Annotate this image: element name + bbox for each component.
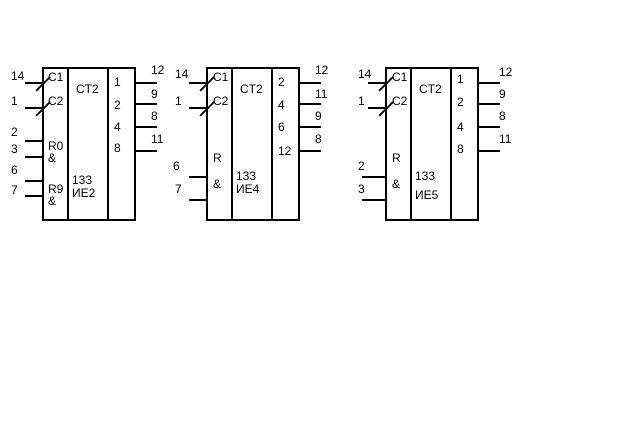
chip-ie5-series: 133 [415,169,435,183]
chip-ie5-pin-14-clock [378,76,394,92]
chip-ie4-pin-12: 12 [315,63,329,77]
chip-ie2-pin-1-clock [35,101,51,117]
chip-ie2-pin-7: 7 [11,183,18,197]
chip-ie2-weight-8: 8 [114,141,121,155]
chip-ie4-name: ИЕ4 [236,182,260,196]
chip-ie4-pin-9: 9 [315,109,322,123]
chip-ie5-pin-1-clock [378,101,394,117]
chip-ie4-pin-8: 8 [315,132,322,146]
chip-ie5-weight-4: 4 [457,120,464,134]
chip-ie4-label-c2: C2 [213,94,229,108]
chip-ie5-pin-2: 2 [358,159,365,173]
chip-ie4-label-r: R [213,151,222,165]
chip-ie2-label-r0: R0 [48,139,64,153]
chip-ie4-weight-2: 2 [278,75,285,89]
chip-ie4-label-c1: C1 [213,70,229,84]
chip-ie5-type-label: CT2 [419,82,442,96]
chip-ie2-weight-4: 4 [114,120,121,134]
chip-ie5-pin-1: 1 [358,94,365,108]
chip-ie4-body [206,67,300,221]
chip-ie2-pin-14-clock [35,76,51,92]
chip-ie2-series: 133 [72,173,92,187]
chip-ie4-weight-4: 4 [278,98,285,112]
chip-ie2-body [42,67,136,221]
chip-ie5-pin-9: 9 [499,87,506,101]
chip-ie5-weight-2: 2 [457,95,464,109]
chip-ie4-pin-6: 6 [173,159,180,173]
chip-ie2-label-c2: C2 [48,94,64,108]
chip-ie5-name: ИЕ5 [415,188,439,202]
chip-ie5-weight-1: 1 [457,72,464,86]
chip-ie2-label-and1: & [48,151,56,165]
chip-ie5-weight-8: 8 [457,142,464,156]
chip-ie2-pin-14: 14 [11,69,25,83]
chip-ie5-pin-3: 3 [358,182,365,196]
chip-ie2-weight-1: 1 [114,75,121,89]
chip-ie5-body [385,67,479,221]
chip-ie5-pin-12: 12 [499,65,513,79]
chip-ie4: C1 C2 R & CT2 133 ИЕ4 2 4 6 12 14 1 6 7 … [173,63,329,221]
chip-ie4-pin-1-clock [199,101,215,117]
chip-ie2-pin-11: 11 [151,132,164,146]
chip-ie2-weight-2: 2 [114,98,121,112]
chip-ie5: C1 C2 R & CT2 133 ИЕ5 1 2 4 8 14 1 2 3 1… [358,65,513,221]
chip-ie2-name: ИЕ2 [72,186,96,200]
chip-ie5-label-c2: C2 [392,94,408,108]
chip-ie4-weight-6: 6 [278,120,285,134]
chip-ie4-type-label: CT2 [240,82,263,96]
chip-ie2-label-c1: C1 [48,70,64,84]
chip-ie5-label-c1: C1 [392,70,408,84]
chip-ie2-label-r9: R9 [48,182,64,196]
chip-ie4-pin-11: 11 [315,87,328,101]
chip-ie4-label-and: & [213,177,221,191]
chip-ie4-pin-14: 14 [175,67,189,81]
chip-ie5-pin-8: 8 [499,109,506,123]
chip-ie5-label-r: R [392,151,401,165]
chip-ie5-pin-11: 11 [499,132,512,146]
chip-ie4-pin-1: 1 [175,94,182,108]
chip-ie4-pin-7: 7 [175,182,182,196]
chip-ie2-pin-1: 1 [11,94,18,108]
chip-ie2-pin-12: 12 [151,63,165,77]
chip-ie4-weight-12: 12 [278,144,292,158]
chip-ie2-pin-3: 3 [11,142,18,156]
chip-ie2-label-and2: & [48,194,56,208]
chip-ie2-type-label: CT2 [76,82,99,96]
chip-ie2-pin-2: 2 [11,125,18,139]
chip-ie2-pin-6: 6 [11,163,18,177]
chip-ie2-pin-9: 9 [151,87,158,101]
chip-ie4-series: 133 [236,169,256,183]
chip-ie2-pin-8: 8 [151,109,158,123]
chip-ie2: C1 C2 R0 & R9 & CT2 133 ИЕ2 1 2 4 8 14 1… [11,63,165,221]
chip-ie4-pin-14-clock [199,76,215,92]
chip-ie5-label-and: & [392,177,400,191]
chip-ie5-pin-14: 14 [358,67,372,81]
